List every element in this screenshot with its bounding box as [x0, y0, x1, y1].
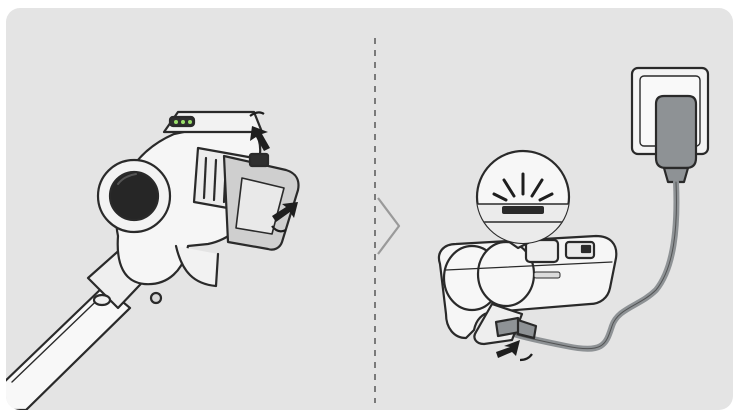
charger-icon: [654, 94, 698, 184]
magnifier-icon: [475, 149, 571, 250]
next-chevron-icon: [377, 197, 401, 255]
vacuum-body-icon: [6, 110, 300, 410]
battery-icon: [437, 234, 618, 346]
illustration: [6, 38, 710, 410]
instruction-panel: [6, 8, 733, 410]
press-arrow-icon: [496, 340, 533, 362]
press-arrow-icon: [249, 111, 298, 233]
